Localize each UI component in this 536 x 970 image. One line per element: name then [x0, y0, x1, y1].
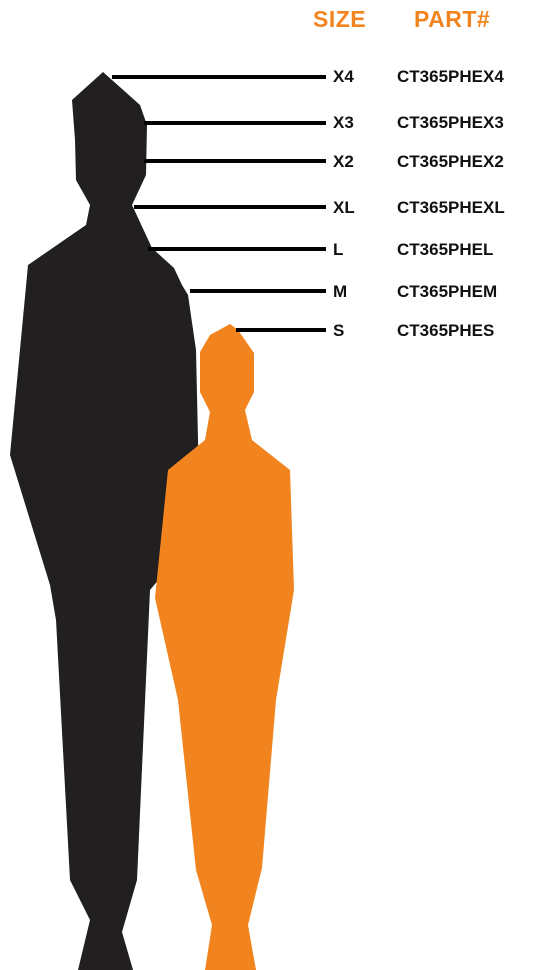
part-number-s: CT365PHES	[397, 321, 494, 341]
part-column-header: PART#	[414, 6, 490, 33]
part-number-x2: CT365PHEX2	[397, 152, 504, 172]
size-label-x4: X4	[333, 67, 354, 87]
part-number-x3: CT365PHEX3	[397, 113, 504, 133]
size-label-l: L	[333, 240, 343, 260]
size-label-s: S	[333, 321, 344, 341]
size-label-x2: X2	[333, 152, 354, 172]
size-column-header: SIZE	[313, 6, 366, 33]
part-number-xl: CT365PHEXL	[397, 198, 505, 218]
part-number-x4: CT365PHEX4	[397, 67, 504, 87]
size-label-m: M	[333, 282, 347, 302]
size-label-xl: XL	[333, 198, 355, 218]
size-label-x3: X3	[333, 113, 354, 133]
part-number-l: CT365PHEL	[397, 240, 493, 260]
part-number-m: CT365PHEM	[397, 282, 497, 302]
